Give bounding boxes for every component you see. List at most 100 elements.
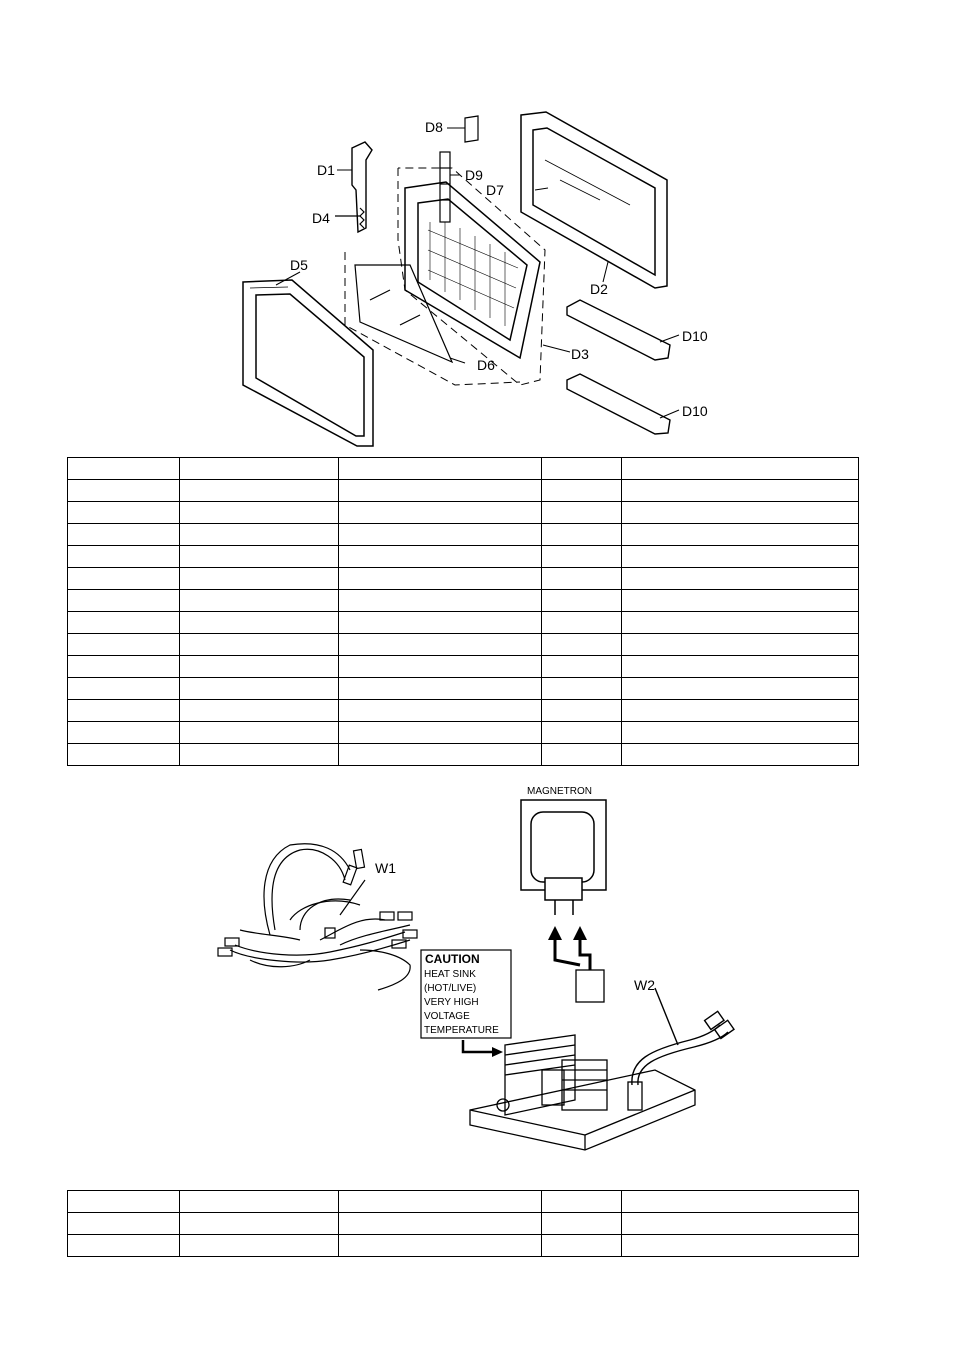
table-cell <box>621 677 859 700</box>
door-frame-d2 <box>520 111 668 289</box>
table-cell <box>621 743 859 766</box>
label-d7: D7 <box>486 182 504 198</box>
table-cell <box>541 677 622 700</box>
table-row <box>67 589 859 612</box>
table-cell <box>67 721 180 744</box>
table-cell <box>67 677 180 700</box>
table-cell <box>621 479 859 502</box>
table-cell <box>67 545 180 568</box>
table-cell <box>179 1234 339 1257</box>
label-d10-upper: D10 <box>682 328 708 344</box>
inner-panel-d3 <box>404 181 541 360</box>
door-exploded-diagram: D8 D9 D7 D1 D4 D5 D2 D10 D3 D6 D10 <box>242 111 708 447</box>
table-cell <box>179 611 339 634</box>
table-row <box>67 677 859 700</box>
table-cell <box>541 523 622 546</box>
table-cell <box>338 1190 542 1213</box>
table-row <box>67 545 859 568</box>
glass-d6 <box>354 264 454 364</box>
table-cell <box>179 457 339 480</box>
table-row <box>67 699 859 722</box>
strip-d9 <box>439 151 451 223</box>
label-d6: D6 <box>477 357 495 373</box>
table-cell <box>541 699 622 722</box>
part-d8 <box>464 115 479 143</box>
table-cell <box>179 721 339 744</box>
table-cell <box>541 589 622 612</box>
caution-line-1: HEAT SINK <box>424 969 476 980</box>
table-cell <box>179 655 339 678</box>
parts-table-wiring <box>67 1190 859 1257</box>
table-cell <box>67 589 180 612</box>
door-frame-d5 <box>242 279 374 447</box>
table-cell <box>179 545 339 568</box>
table-cell <box>67 523 180 546</box>
table-row <box>67 721 859 744</box>
table-cell <box>541 457 622 480</box>
caution-line-3: VERY HIGH <box>424 997 479 1008</box>
label-d1: D1 <box>317 162 335 178</box>
table-cell <box>541 611 622 634</box>
label-w2: W2 <box>634 977 655 993</box>
table-cell <box>67 611 180 634</box>
d3-dash-outline <box>397 167 546 386</box>
table-cell <box>541 721 622 744</box>
table-cell <box>541 655 622 678</box>
table-row <box>67 523 859 546</box>
table-cell <box>179 479 339 502</box>
table-cell <box>67 743 180 766</box>
table-cell <box>338 1234 542 1257</box>
wire-harness-w1 <box>217 843 418 991</box>
latch-d1 <box>351 141 373 234</box>
table-cell <box>67 1212 180 1235</box>
table-row <box>67 457 859 480</box>
bar-d10-lower <box>566 373 671 435</box>
table-cell <box>338 721 542 744</box>
table-cell <box>67 501 180 524</box>
table-cell <box>621 501 859 524</box>
label-d8: D8 <box>425 119 443 135</box>
table-cell <box>179 743 339 766</box>
table-cell <box>541 567 622 590</box>
table-cell <box>67 479 180 502</box>
table-row <box>67 633 859 656</box>
table-cell <box>621 655 859 678</box>
table-cell <box>541 743 622 766</box>
table-row <box>67 1190 859 1213</box>
table-cell <box>541 1212 622 1235</box>
table-row <box>67 743 859 766</box>
table-cell <box>621 1212 859 1235</box>
cable-w2 <box>631 987 735 1086</box>
bar-d10-upper <box>566 299 671 361</box>
table-cell <box>621 589 859 612</box>
table-cell <box>338 523 542 546</box>
label-d2: D2 <box>590 281 608 297</box>
table-cell <box>67 1190 180 1213</box>
connection-arrows <box>553 935 592 970</box>
table-cell <box>179 677 339 700</box>
table-cell <box>621 633 859 656</box>
table-cell <box>338 567 542 590</box>
table-cell <box>541 545 622 568</box>
table-cell <box>67 633 180 656</box>
caution-line-4: VOLTAGE <box>424 1011 470 1022</box>
caution-box: CAUTION HEAT SINK (HOT/LIVE) VERY HIGH V… <box>420 949 512 1039</box>
table-row <box>67 501 859 524</box>
caution-line-5: TEMPERATURE <box>424 1025 499 1036</box>
label-d9: D9 <box>465 167 483 183</box>
table-row <box>67 655 859 678</box>
label-d4: D4 <box>312 210 330 226</box>
table-cell <box>541 1190 622 1213</box>
spring-d4 <box>335 207 365 229</box>
table-cell <box>338 589 542 612</box>
table-cell <box>621 1234 859 1257</box>
table-cell <box>338 545 542 568</box>
table-cell <box>179 501 339 524</box>
connector-block <box>575 969 605 1003</box>
table-row <box>67 567 859 590</box>
table-cell <box>179 699 339 722</box>
table-cell <box>338 655 542 678</box>
table-cell <box>67 567 180 590</box>
label-w1: W1 <box>375 860 396 876</box>
table-row <box>67 479 859 502</box>
